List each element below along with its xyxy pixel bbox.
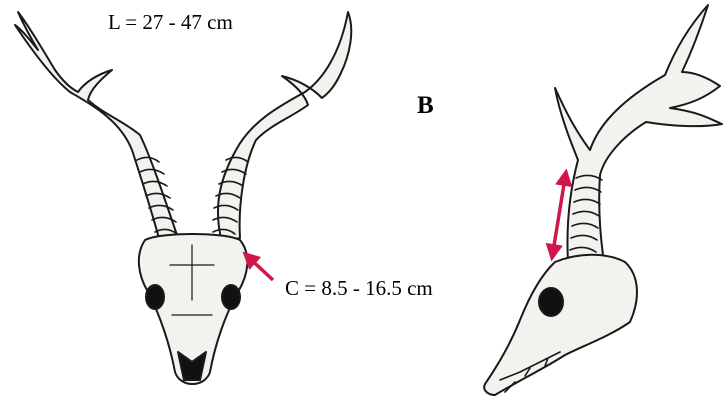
side-view-illustration xyxy=(484,5,722,395)
length-label: L = 27 - 47 cm xyxy=(108,10,233,35)
circumference-arrow xyxy=(245,254,273,280)
front-view-illustration xyxy=(15,12,351,384)
side-skull xyxy=(484,255,637,395)
right-eye-socket xyxy=(222,285,240,309)
left-eye-socket xyxy=(146,285,164,309)
left-antler xyxy=(15,12,178,242)
length-double-arrow xyxy=(552,172,566,258)
circumference-label: C = 8.5 - 16.5 cm xyxy=(285,276,433,301)
panel-b-label: B xyxy=(417,92,434,120)
side-eye-socket xyxy=(539,288,563,316)
right-antler xyxy=(218,12,351,242)
